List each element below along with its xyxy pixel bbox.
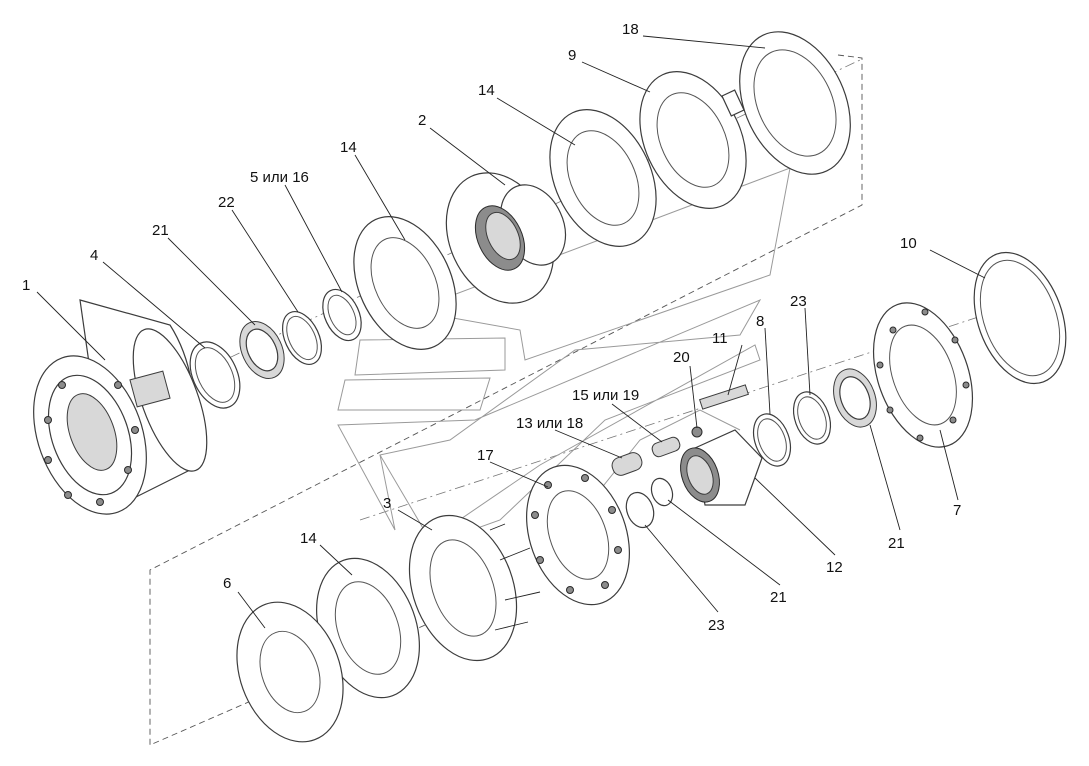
callout-23-lower: 23 bbox=[708, 617, 725, 634]
callout-7: 7 bbox=[953, 502, 961, 519]
part-1-drum-housing bbox=[33, 299, 208, 515]
callout-15-or-19: 15 или 19 bbox=[572, 387, 639, 404]
callout-3: 3 bbox=[383, 495, 391, 512]
part-6-splined-plate bbox=[236, 601, 344, 743]
callout-21-left: 21 bbox=[152, 222, 169, 239]
small-washer bbox=[650, 477, 674, 507]
callout-14-upper-middle: 14 bbox=[478, 82, 495, 99]
callout-14-lower: 14 bbox=[300, 530, 317, 547]
part-5-or-16-ring bbox=[322, 288, 362, 342]
part-11-key bbox=[698, 384, 750, 410]
callout-11: 11 bbox=[712, 330, 728, 347]
callout-5-or-16: 5 или 16 bbox=[250, 169, 309, 186]
callout-labels: 1 4 21 22 5 или 16 14 2 14 9 18 10 23 8 … bbox=[22, 21, 961, 634]
callout-1: 1 bbox=[22, 277, 30, 294]
part-8-ring bbox=[752, 413, 792, 467]
part-22-snap-ring bbox=[281, 311, 323, 365]
part-2-hub-plate bbox=[445, 172, 567, 304]
callout-21-right: 21 bbox=[888, 535, 905, 552]
part-14-friction-disc-b bbox=[549, 109, 657, 247]
part-14-friction-disc-c bbox=[316, 557, 420, 699]
callout-12: 12 bbox=[826, 559, 843, 576]
callout-10: 10 bbox=[900, 235, 917, 252]
callout-4: 4 bbox=[90, 247, 98, 264]
callout-13-or-18: 13 или 18 bbox=[516, 415, 583, 432]
callout-6: 6 bbox=[223, 575, 231, 592]
callout-18-top: 18 bbox=[622, 21, 639, 38]
callout-23-right: 23 bbox=[790, 293, 807, 310]
part-23-snap-ring-right bbox=[792, 391, 832, 445]
part-4-ring bbox=[189, 341, 241, 409]
part-10-band bbox=[973, 251, 1067, 385]
callout-17: 17 bbox=[477, 447, 494, 464]
callout-20: 20 bbox=[673, 349, 690, 366]
callout-22: 22 bbox=[218, 194, 235, 211]
part-14-friction-disc-a bbox=[353, 216, 457, 350]
callout-2: 2 bbox=[418, 112, 426, 129]
leader-lines bbox=[36, 35, 986, 629]
part-13-or-18-spring bbox=[611, 452, 643, 476]
part-15-or-19-spring bbox=[651, 436, 681, 458]
callout-21-lower: 21 bbox=[770, 589, 787, 606]
part-17-flange-plate bbox=[526, 464, 630, 606]
part-21-bearing-ring bbox=[239, 321, 285, 379]
part-3-pressure-plate bbox=[408, 514, 541, 662]
callout-8: 8 bbox=[756, 313, 764, 330]
part-20-nut bbox=[691, 426, 703, 438]
part-18-disc bbox=[739, 31, 851, 175]
part-21-bearing-right bbox=[833, 368, 877, 428]
part-12-sleeve bbox=[680, 429, 763, 506]
part-9-toothed-plate bbox=[639, 71, 747, 209]
callout-9: 9 bbox=[568, 47, 576, 64]
part-7-flange bbox=[872, 302, 974, 448]
callout-14-upper-left: 14 bbox=[340, 139, 357, 156]
